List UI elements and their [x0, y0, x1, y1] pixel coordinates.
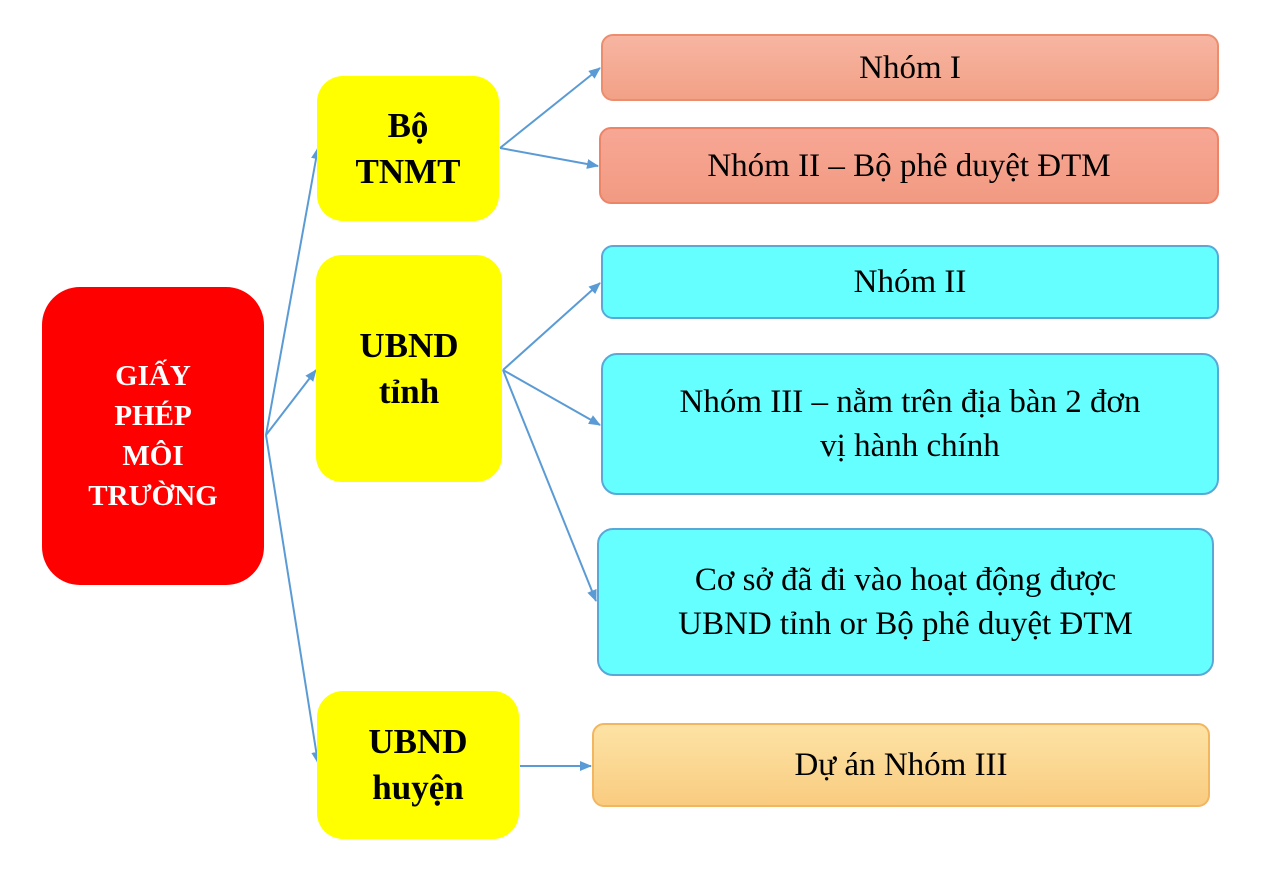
arrow-bo-tnmt-to-nhom-2-bo — [499, 147, 599, 169]
group-node-label: Nhóm II — [853, 264, 967, 300]
agency-node-ubnd-huyen: UBND huyện — [317, 691, 519, 839]
arrow-bo-tnmt-to-nhom-1 — [499, 67, 601, 149]
arrow-ubnd-tinh-to-nhom-3 — [502, 369, 601, 426]
group-node-label: Cơ sở đã đi vào hoạt động được UBND tỉnh… — [678, 562, 1133, 642]
root-node-environmental-permit: GIẤY PHÉP MÔI TRƯỜNG — [42, 287, 264, 585]
group-node-nhom-3: Nhóm III – nằm trên địa bàn 2 đơn vị hàn… — [601, 353, 1219, 495]
group-node-nhom-2: Nhóm II — [601, 245, 1219, 319]
agency-node-label: UBND huyện — [368, 722, 468, 807]
group-node-label: Nhóm III – nằm trên địa bàn 2 đơn vị hàn… — [679, 384, 1141, 464]
group-node-du-an-nhom-3: Dự án Nhóm III — [592, 723, 1210, 807]
group-node-co-so: Cơ sở đã đi vào hoạt động được UBND tỉnh… — [597, 528, 1214, 676]
agency-node-label: UBND tỉnh — [359, 325, 459, 411]
arrow-root-to-ubnd-huyen — [265, 434, 322, 764]
group-node-nhom-2-bo: Nhóm II – Bộ phê duyệt ĐTM — [599, 127, 1219, 204]
agency-node-ubnd-tinh: UBND tỉnh — [316, 255, 502, 482]
group-node-label: Nhóm II – Bộ phê duyệt ĐTM — [707, 147, 1111, 184]
group-node-label: Nhóm I — [859, 49, 961, 86]
arrow-ubnd-tinh-to-co-so — [502, 369, 597, 602]
arrow-root-to-ubnd-tinh — [265, 369, 317, 436]
agency-node-label: Bộ TNMT — [355, 105, 461, 191]
arrow-ubnd-tinh-to-nhom-2 — [502, 282, 601, 371]
arrow-root-to-bo-tnmt — [265, 147, 321, 436]
root-node-label: GIẤY PHÉP MÔI TRƯỜNG — [88, 360, 218, 512]
group-node-label: Dự án Nhóm III — [794, 747, 1008, 783]
agency-node-bo-tnmt: Bộ TNMT — [317, 76, 499, 221]
group-node-nhom-1: Nhóm I — [601, 34, 1219, 101]
